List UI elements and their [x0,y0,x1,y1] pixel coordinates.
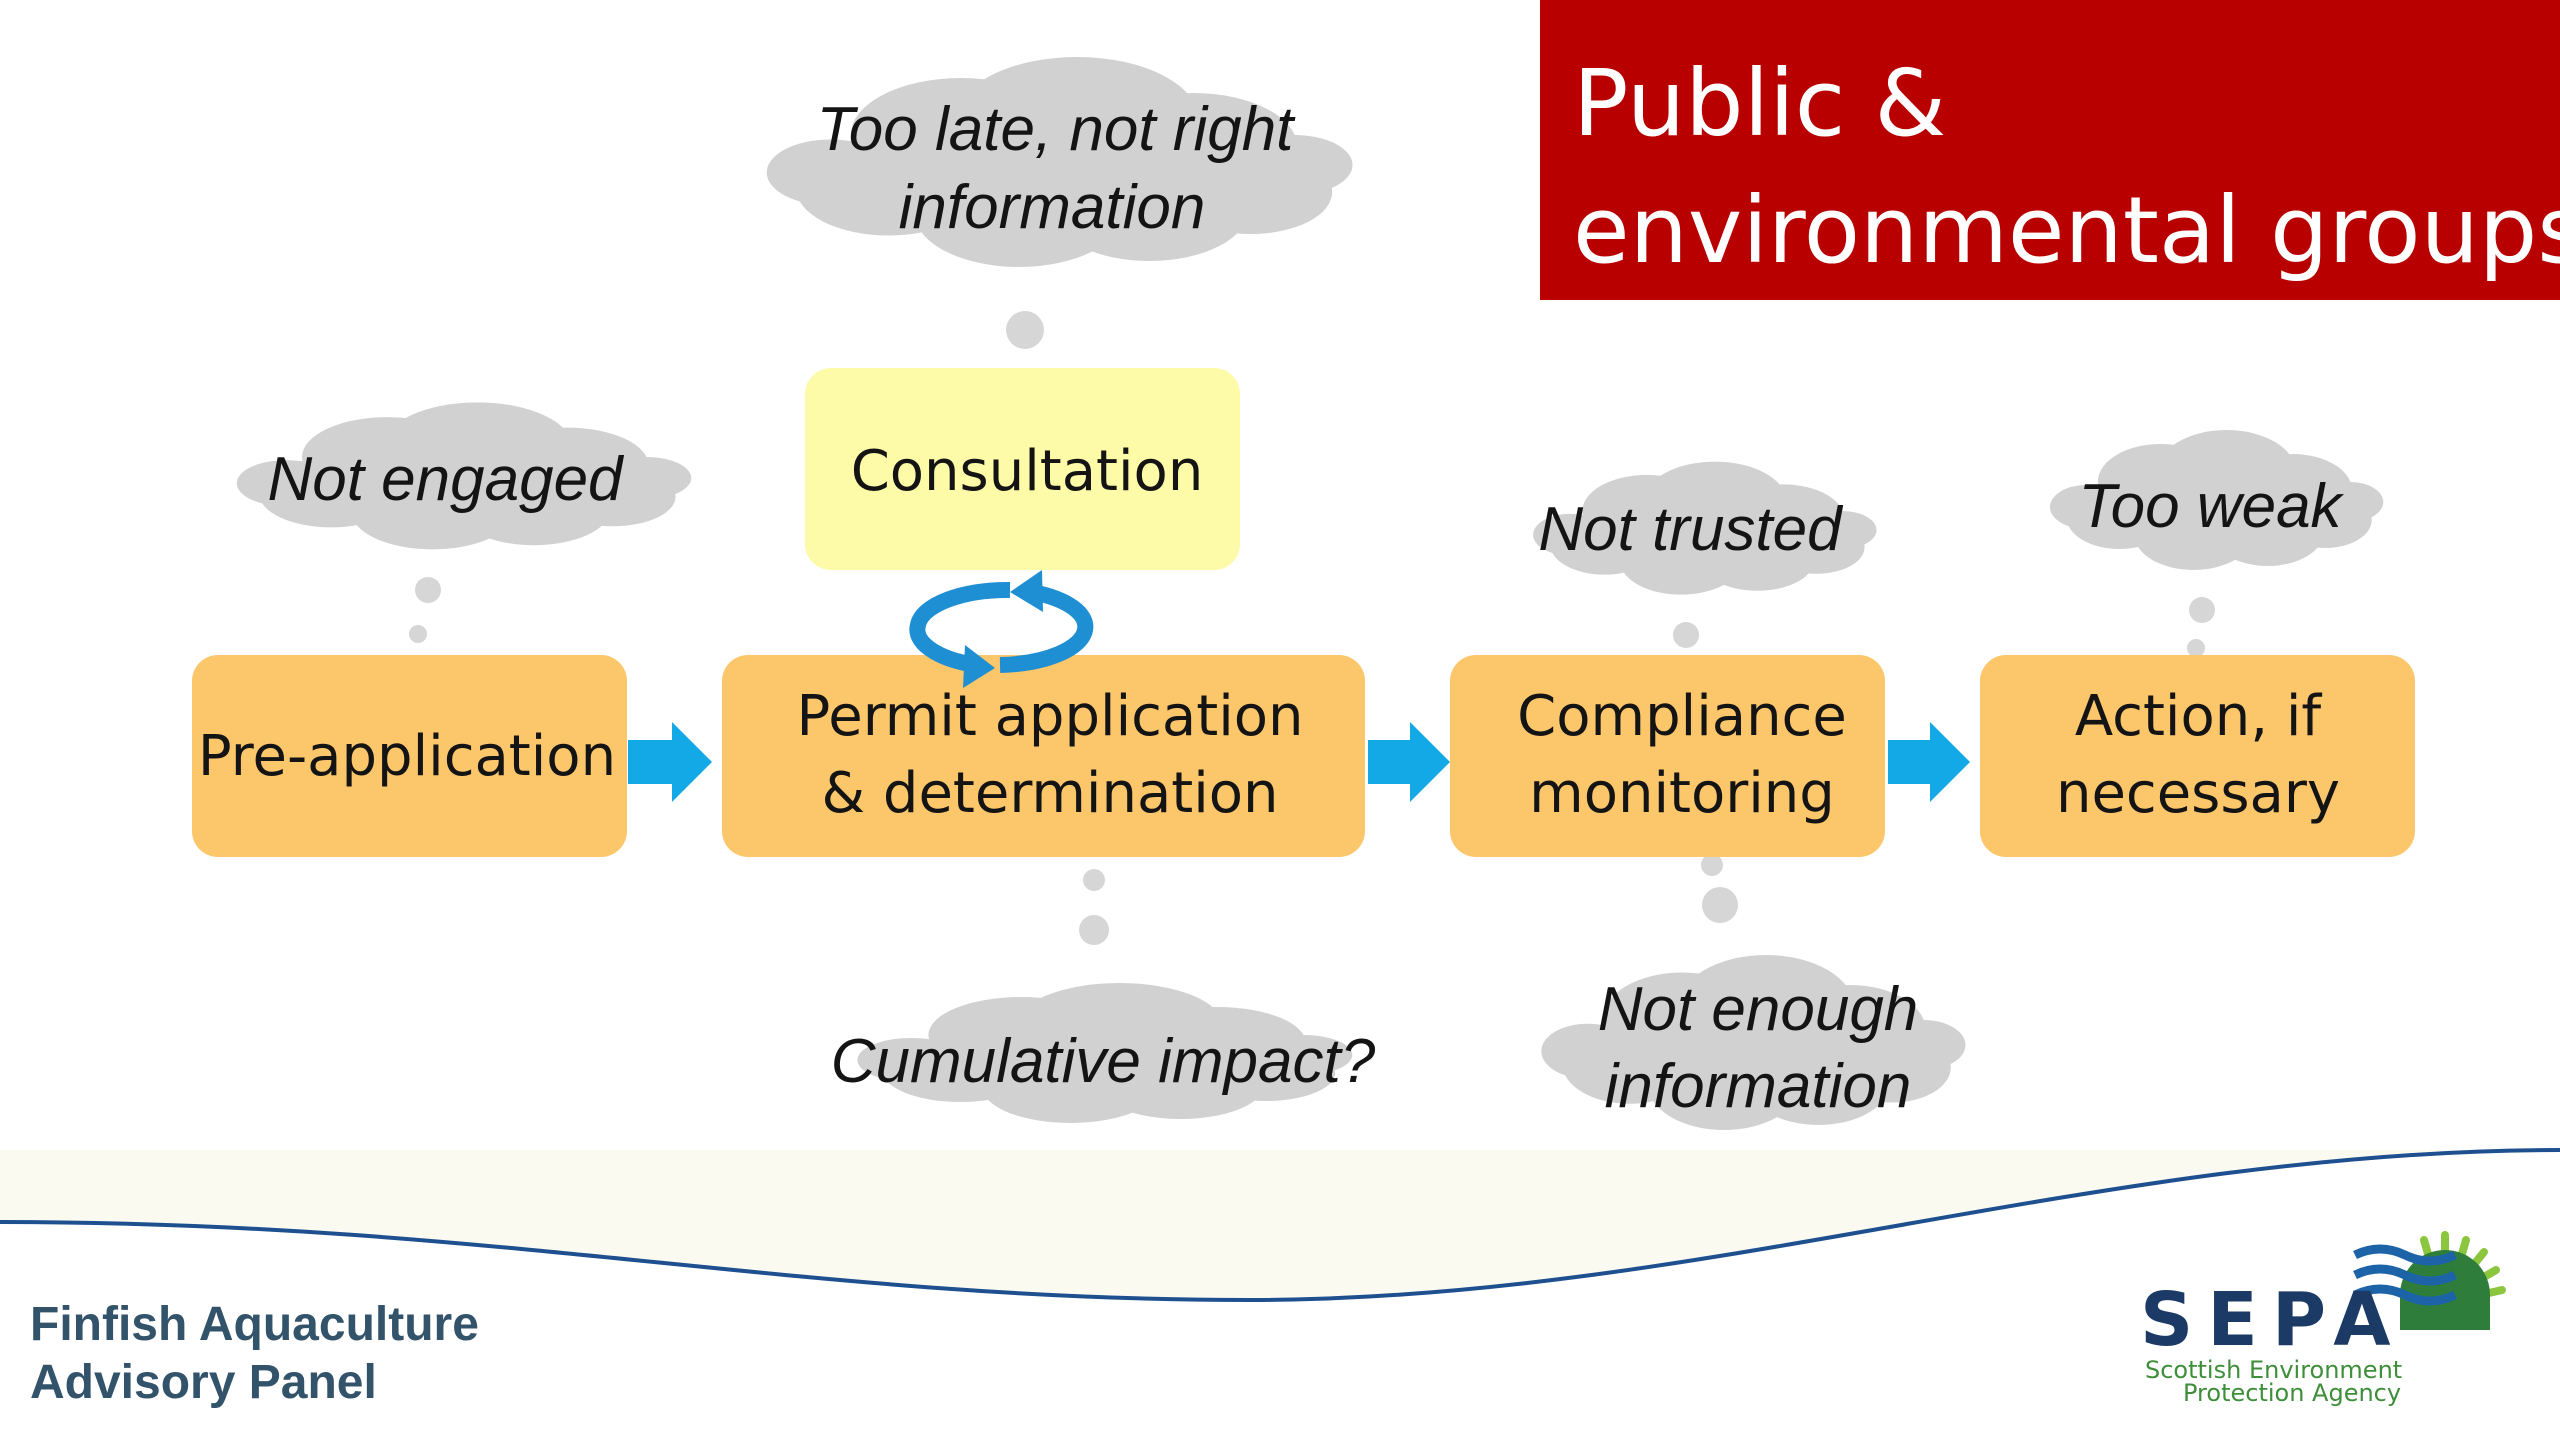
permit-box [722,655,1365,857]
cloud-not-engaged-text: Not engaged [267,445,625,514]
permit-line-1: Permit application [796,684,1303,749]
sepa-sub-line-1: Scottish Environment [2145,1356,2402,1384]
cycle-arrows-icon [909,581,1094,673]
permit-line-2: & determination [821,761,1278,826]
pre-application-box [192,655,627,857]
sepa-logo: SEPA Scottish Environment Protection Age… [2140,1231,2506,1407]
cloud-not-enough-line-2: information [1605,1052,1912,1121]
action-box [1980,655,2415,857]
action-line-1: Action, if [2075,684,2323,749]
consultation-label: Consultation [851,439,1204,504]
sepa-wordmark: SEPA [2140,1277,2405,1363]
pre-application-label: Pre-application [198,724,616,789]
cloud-not-enough-line-1: Not enough [1598,975,1919,1044]
sepa-waves-sun-icon [2353,1231,2506,1330]
cloud-not-trusted-text: Not trusted [1538,495,1844,564]
cloud-cumulative-text: Cumulative impact? [831,1027,1376,1096]
title-panel [1540,0,2560,300]
arrow-right-icon [628,722,712,802]
cycle-arrowhead-icon [963,645,995,688]
title-line-1: Public & [1573,50,1946,157]
panel-name-line-2: Advisory Panel [30,1356,377,1409]
consultation-box [805,368,1240,570]
footer-wave-line [0,1148,2560,1303]
title-line-2: environmental groups [1573,177,2560,284]
cloud-too-late-line-1: Too late, not right [817,95,1297,164]
action-line-2: necessary [2056,761,2340,826]
arrow-right-icon [1888,722,1970,802]
compliance-line-2: monitoring [1529,761,1835,826]
compliance-line-1: Compliance [1517,684,1847,749]
arrow-right-icon [1368,722,1450,802]
sepa-sub-line-2: Protection Agency [2183,1379,2401,1407]
cycle-arrowhead-icon [1010,570,1043,612]
cloud-too-weak-text: Too weak [2078,472,2344,541]
cloud-too-late-line-2: information [899,173,1206,242]
panel-name-line-1: Finfish Aquaculture [30,1298,479,1351]
compliance-box [1450,655,1885,857]
